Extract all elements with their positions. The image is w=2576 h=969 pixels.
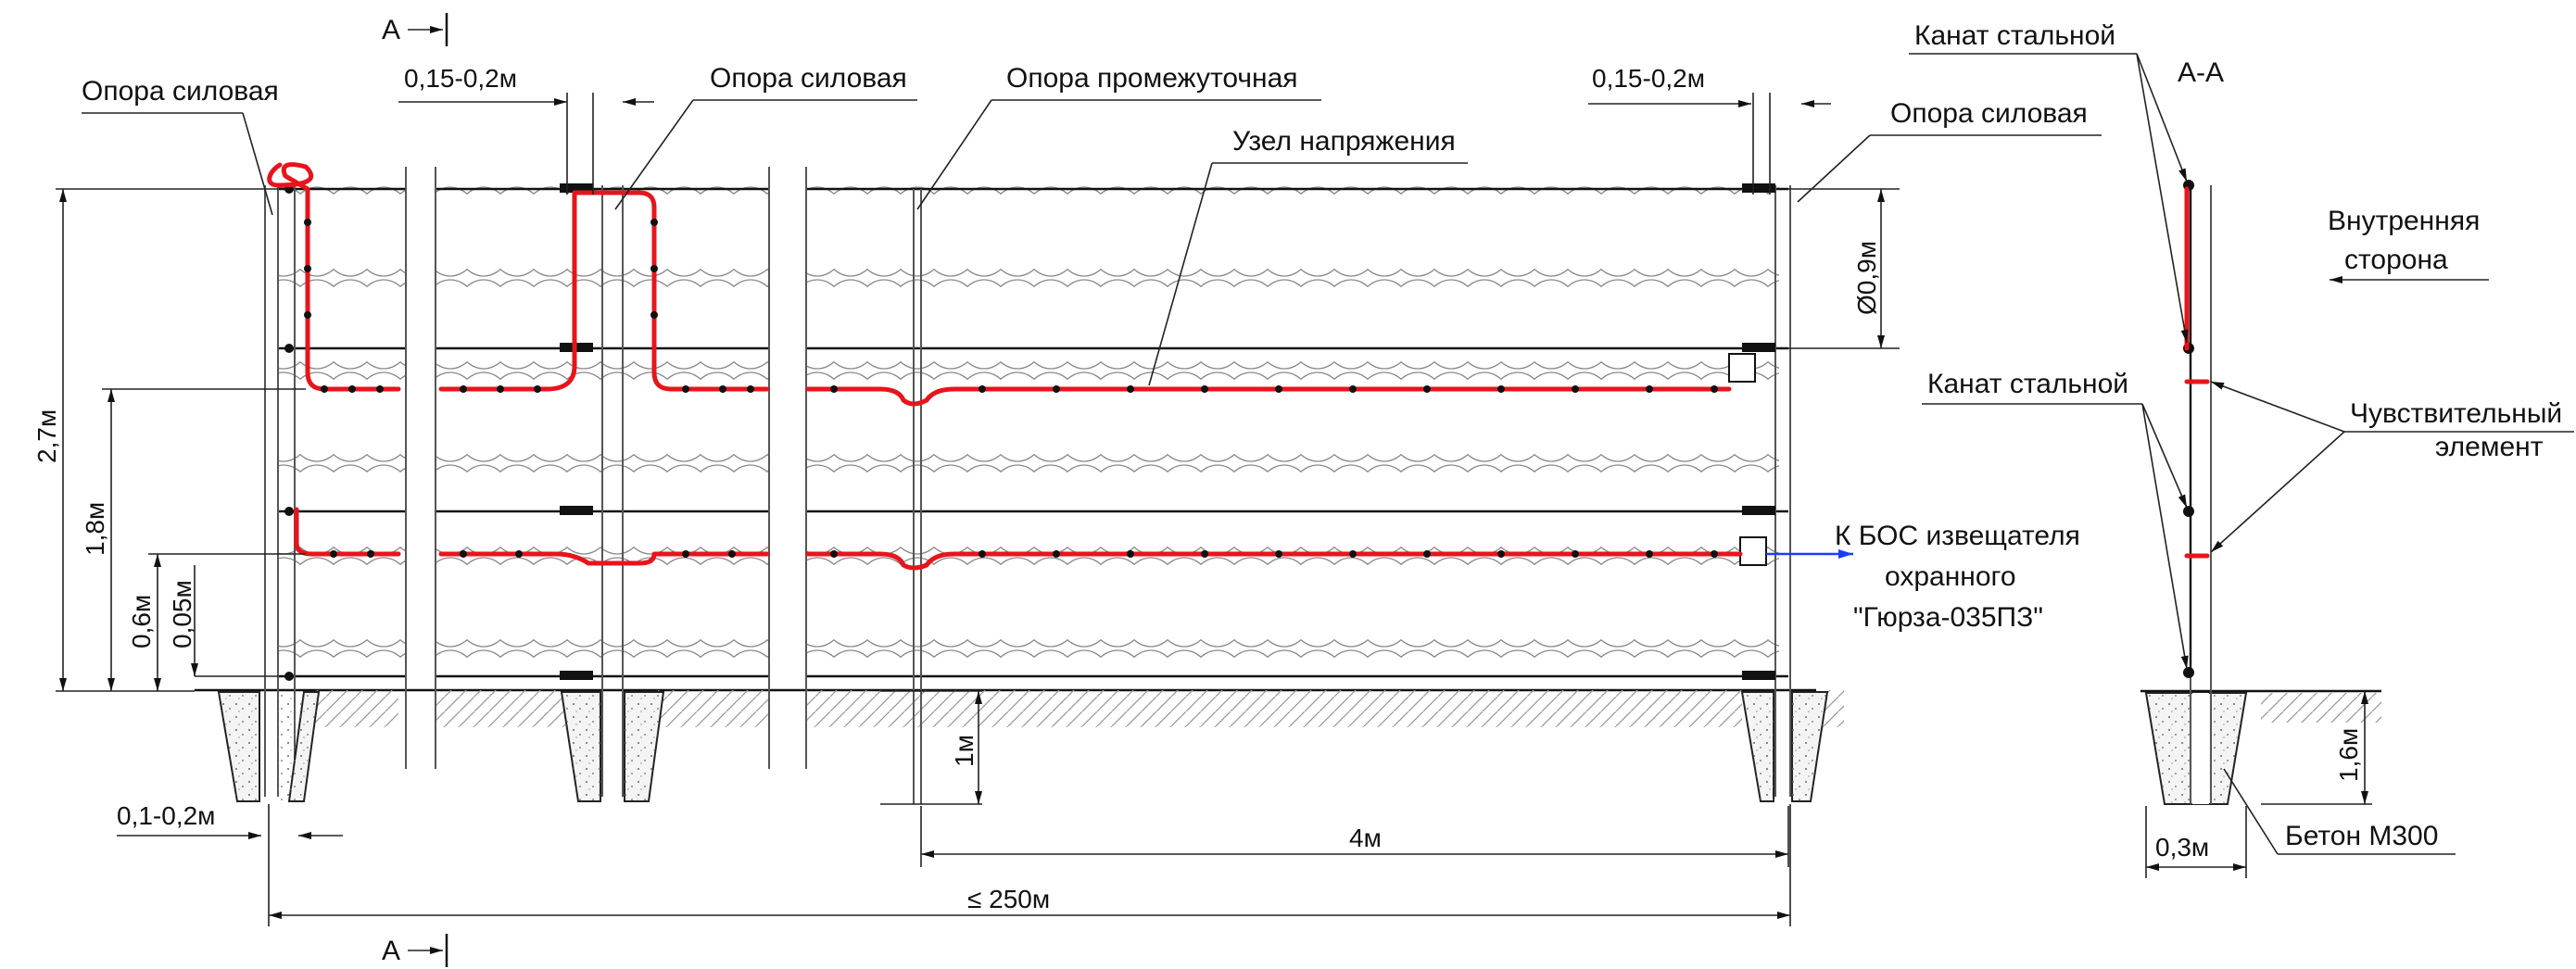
svg-text:Внутренняя: Внутренняя	[2328, 206, 2480, 236]
svg-text:0,1-0,2м: 0,1-0,2м	[117, 801, 215, 830]
label-post-power-left: Опора силовая	[82, 76, 279, 216]
post-break-1	[405, 167, 436, 769]
post-break-2	[768, 167, 807, 769]
svg-text:А: А	[382, 15, 400, 45]
svg-text:охранного: охранного	[1885, 561, 2016, 592]
svg-text:сторона: сторона	[2344, 245, 2448, 275]
svg-text:Чувствительный: Чувствительный	[2350, 398, 2562, 429]
svg-text:1,8м: 1,8м	[81, 502, 109, 556]
junction-box-upper	[1728, 353, 1756, 383]
svg-text:0,05м: 0,05м	[168, 580, 196, 648]
svg-text:Канат стальной: Канат стальной	[1927, 369, 2128, 399]
section-label-concrete: Бетон М300	[2223, 768, 2456, 855]
svg-text:Узел напряжения: Узел напряжения	[1232, 126, 1456, 157]
label-post-intermediate: Опора промежуточная	[916, 63, 1321, 210]
svg-text:0,15-0,2м: 0,15-0,2м	[1592, 64, 1705, 93]
dim-length: ≤ 250м	[268, 804, 1791, 926]
svg-text:2,7м: 2,7м	[32, 409, 61, 463]
dim-post-offset: 0,1-0,2м	[117, 801, 343, 839]
label-post-power-right: Опора силовая	[1797, 98, 2102, 203]
svg-text:Опора силовая: Опора силовая	[710, 63, 907, 94]
svg-text:Бетон М300: Бетон М300	[2285, 821, 2438, 851]
fence-elevation: А А Опора силовая Опора силовая Опора пр…	[32, 13, 2102, 967]
section-label-sensor: Чувствительный элемент	[2210, 381, 2574, 553]
svg-text:1м: 1м	[950, 735, 979, 767]
foundation-left	[217, 691, 321, 802]
junction-box-lower	[1739, 536, 1767, 566]
section-dim-depth: 1,6м	[2261, 691, 2372, 805]
post-intermediate	[913, 189, 922, 804]
svg-text:Опора силовая: Опора силовая	[1890, 98, 2088, 129]
section-label-inner-side: Внутренняя сторона	[2328, 206, 2489, 283]
svg-text:Опора промежуточная: Опора промежуточная	[1006, 63, 1298, 94]
section-a-a: А-А Канат стальной	[1909, 20, 2574, 878]
section-mark-bottom: А	[382, 934, 448, 967]
dim-span: 4м	[920, 806, 1789, 867]
foundation-mid	[560, 691, 665, 802]
svg-text:0,6м: 0,6м	[127, 595, 156, 648]
dim-coil-diameter: Ø0,9м	[1788, 188, 1900, 349]
section-title: А-А	[2178, 57, 2224, 88]
svg-text:≤ 250м: ≤ 250м	[967, 885, 1050, 913]
svg-text:Ø0,9м: Ø0,9м	[1852, 241, 1881, 315]
label-post-power-mid: Опора силовая	[614, 63, 917, 210]
dim-height-0-05: 0,05м	[168, 565, 278, 677]
svg-text:0,15-0,2м: 0,15-0,2м	[404, 64, 517, 93]
dim-height-1-8: 1,8м	[81, 388, 306, 691]
svg-text:0,3м: 0,3м	[2155, 833, 2209, 862]
dim-bury-depth: 1м	[880, 690, 982, 805]
svg-text:Опора силовая: Опора силовая	[82, 76, 279, 107]
section-label-steel-rope-top: Канат стальной	[1909, 20, 2189, 344]
dim-gap-left: 0,15-0,2м	[398, 64, 654, 195]
section-mark-top: А	[382, 13, 448, 46]
svg-text:Канат стальной: Канат стальной	[1914, 20, 2115, 51]
ground-line	[195, 688, 1844, 727]
post-power-mid	[601, 185, 624, 797]
svg-text:К БОС извещателя: К БОС извещателя	[1835, 521, 2080, 551]
svg-text:4м: 4м	[1349, 824, 1382, 852]
label-to-bos: К БОС извещателя охранного "Гюрза-035ПЗ"	[1835, 521, 2080, 633]
section-label-steel-rope-mid: Канат стальной	[1922, 369, 2189, 670]
sensor-cable	[267, 162, 1853, 571]
sensor-beads	[304, 219, 1718, 558]
svg-text:элемент: элемент	[2435, 432, 2544, 462]
svg-text:"Гюрза-035ПЗ": "Гюрза-035ПЗ"	[1853, 602, 2043, 633]
dim-height-total: 2,7м	[32, 188, 278, 692]
post-power-right	[1774, 185, 1791, 797]
svg-text:А: А	[382, 936, 400, 966]
dim-height-0-6: 0,6м	[127, 553, 306, 691]
dim-gap-right: 0,15-0,2м	[1588, 64, 1831, 195]
razor-wire-coils	[278, 185, 1779, 676]
label-tension-node: Узел напряжения	[1148, 126, 1468, 386]
svg-text:1,6м: 1,6м	[2334, 728, 2363, 782]
section-dim-width: 0,3м	[2145, 806, 2247, 878]
foundation-right	[1740, 691, 1829, 802]
